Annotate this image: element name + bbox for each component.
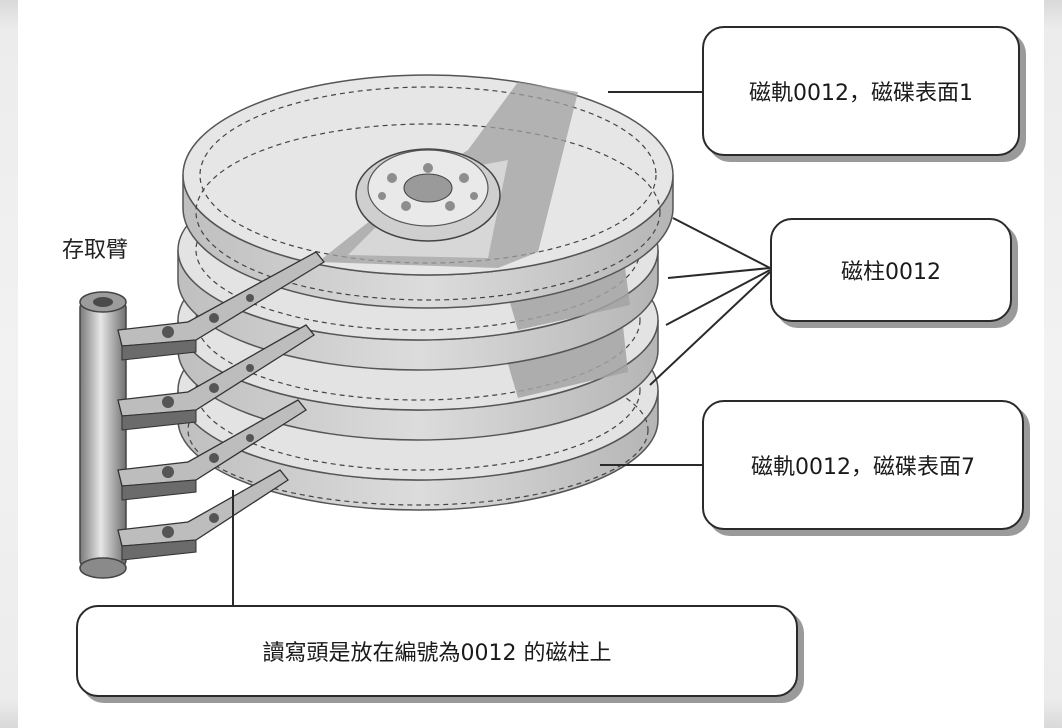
arm-3 <box>117 399 307 501</box>
arm-4 <box>117 469 289 561</box>
leader-cylinder-a <box>672 217 771 269</box>
arm-2 <box>117 324 315 431</box>
callout-track-surface-7: 磁軌0012，磁碟表面7 <box>702 400 1024 530</box>
diagram-canvas: 存取臂 磁軌0012，磁碟表面1 磁柱0012 磁軌0012，磁碟表面7 讀寫頭… <box>18 0 1044 728</box>
arm-1 <box>117 251 325 361</box>
access-arm-label: 存取臂 <box>62 238 129 263</box>
leader-cylinder-b <box>667 267 771 279</box>
platter-1-top <box>182 74 674 309</box>
access-arm-assembly <box>79 251 325 579</box>
callout-cylinder: 磁柱0012 <box>770 218 1012 322</box>
leader-cylinder-c <box>665 269 771 326</box>
callout-heads-caption: 讀寫頭是放在編號為0012 的磁柱上 <box>76 605 798 697</box>
callout-track-surface-1: 磁軌0012，磁碟表面1 <box>702 26 1020 156</box>
disk-drive-illustration <box>79 74 771 605</box>
leader-cylinder-d <box>649 271 771 386</box>
leader-lines <box>232 91 771 605</box>
